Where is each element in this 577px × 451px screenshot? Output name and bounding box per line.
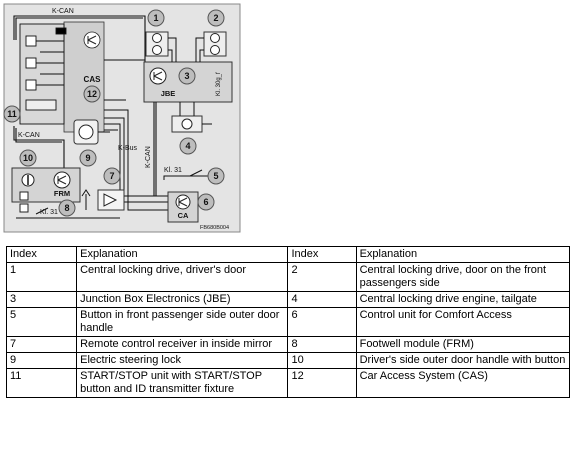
jbe-label: JBE bbox=[161, 89, 176, 98]
index-cell: 1 bbox=[5, 262, 78, 292]
wiring-diagram: K-CAN CAS K-Bus bbox=[3, 3, 241, 233]
explanation-cell: Control unit for Comfort Access bbox=[355, 307, 571, 337]
svg-text:8: 8 bbox=[64, 203, 69, 213]
index-cell: 6 bbox=[287, 307, 357, 337]
header-explanation-2: Explanation bbox=[355, 246, 571, 263]
svg-text:11: 11 bbox=[7, 109, 17, 119]
explanation-cell: Car Access System (CAS) bbox=[355, 368, 571, 398]
index-cell: 8 bbox=[287, 336, 357, 353]
door-handle-button-driver bbox=[16, 207, 120, 219]
kl31-left-label: Kl. 31 bbox=[40, 209, 58, 216]
header-index-2: Index bbox=[287, 246, 357, 263]
svg-text:1: 1 bbox=[153, 13, 158, 23]
legend-header-row: Index Explanation Index Explanation bbox=[5, 246, 571, 263]
index-cell: 2 bbox=[287, 262, 357, 292]
callout-10: 10 bbox=[19, 149, 37, 167]
k-can-left-label: K-CAN bbox=[18, 132, 40, 139]
table-row: 1 Central locking drive, driver's door 2… bbox=[5, 262, 571, 292]
callout-5: 5 bbox=[207, 167, 225, 185]
cas-block bbox=[63, 21, 105, 133]
frm-label: FRM bbox=[54, 189, 70, 198]
svg-text:5: 5 bbox=[213, 171, 218, 181]
callout-3: 3 bbox=[178, 67, 196, 85]
table-row: 9 Electric steering lock 10 Driver's sid… bbox=[5, 352, 571, 369]
header-explanation-1: Explanation bbox=[76, 246, 289, 263]
table-row: 3 Junction Box Electronics (JBE) 4 Centr… bbox=[5, 291, 571, 308]
cas-label: CAS bbox=[84, 75, 102, 84]
callout-12: 12 bbox=[83, 85, 101, 103]
svg-text:3: 3 bbox=[184, 71, 189, 81]
motor-wires bbox=[168, 37, 204, 62]
callout-1: 1 bbox=[147, 9, 165, 27]
callout-9: 9 bbox=[79, 149, 97, 167]
k-bus-label: K-Bus bbox=[118, 145, 138, 152]
table-row: 11 START/STOP unit with START/STOP butto… bbox=[5, 368, 571, 398]
k-can-bus-top bbox=[13, 15, 146, 62]
ca-label: CA bbox=[178, 211, 189, 220]
svg-text:4: 4 bbox=[185, 141, 190, 151]
remote-receiver bbox=[81, 189, 125, 211]
central-locking-drive-passenger bbox=[203, 31, 227, 57]
explanation-cell: START/STOP unit with START/STOP button a… bbox=[76, 368, 289, 398]
svg-text:6: 6 bbox=[203, 197, 208, 207]
svg-text:10: 10 bbox=[23, 153, 33, 163]
tailgate-locking-drive bbox=[171, 102, 212, 133]
explanation-cell: Driver's side outer door handle with but… bbox=[355, 352, 571, 369]
explanation-cell: Button in front passenger side outer doo… bbox=[76, 307, 289, 337]
passenger-door-handle-button bbox=[163, 169, 214, 180]
index-cell: 11 bbox=[5, 368, 78, 398]
svg-text:12: 12 bbox=[87, 89, 97, 99]
svg-text:9: 9 bbox=[85, 153, 90, 163]
callout-7: 7 bbox=[103, 167, 121, 185]
k-can-top-label: K-CAN bbox=[52, 8, 74, 15]
callout-11: 11 bbox=[3, 105, 21, 123]
figure-id: FB680B004 bbox=[200, 225, 229, 231]
legend-table: Index Explanation Index Explanation 1 Ce… bbox=[5, 246, 571, 398]
explanation-cell: Remote control receiver in inside mirror bbox=[76, 336, 289, 353]
explanation-cell: Central locking drive, driver's door bbox=[76, 262, 289, 292]
index-cell: 12 bbox=[287, 368, 357, 398]
index-cell: 5 bbox=[5, 307, 78, 337]
central-locking-drive-driver bbox=[145, 31, 169, 57]
index-cell: 4 bbox=[287, 291, 357, 308]
start-stop-panel bbox=[19, 23, 67, 125]
explanation-cell: Junction Box Electronics (JBE) bbox=[76, 291, 289, 308]
callout-8: 8 bbox=[58, 199, 76, 217]
electric-steering-lock bbox=[73, 119, 110, 145]
callout-4: 4 bbox=[179, 137, 197, 155]
explanation-cell: Footwell module (FRM) bbox=[355, 336, 571, 353]
callout-6: 6 bbox=[197, 193, 215, 211]
svg-text:2: 2 bbox=[213, 13, 218, 23]
k-can-bus-left bbox=[13, 126, 65, 170]
index-cell: 10 bbox=[287, 352, 357, 369]
svg-text:7: 7 bbox=[109, 171, 114, 181]
explanation-cell: Central locking drive, door on the front… bbox=[355, 262, 571, 292]
k-can-mid-label: K-CAN bbox=[145, 146, 152, 168]
callout-2: 2 bbox=[207, 9, 225, 27]
frm-block bbox=[11, 167, 81, 213]
index-cell: 7 bbox=[5, 336, 78, 353]
table-row: 5 Button in front passenger side outer d… bbox=[5, 307, 571, 337]
header-index-1: Index bbox=[5, 246, 78, 263]
index-cell: 3 bbox=[5, 291, 78, 308]
cas-wires bbox=[104, 59, 172, 211]
table-row: 7 Remote control receiver in inside mirr… bbox=[5, 336, 571, 353]
index-cell: 9 bbox=[5, 352, 78, 369]
kl31-right-label: Kl. 31 bbox=[164, 167, 182, 174]
explanation-cell: Electric steering lock bbox=[76, 352, 289, 369]
explanation-cell: Central locking drive engine, tailgate bbox=[355, 291, 571, 308]
comfort-access-block bbox=[167, 191, 199, 223]
kl30g-label: Kl. 30g_f bbox=[216, 72, 222, 96]
k-can-bus-mid bbox=[153, 102, 157, 196]
